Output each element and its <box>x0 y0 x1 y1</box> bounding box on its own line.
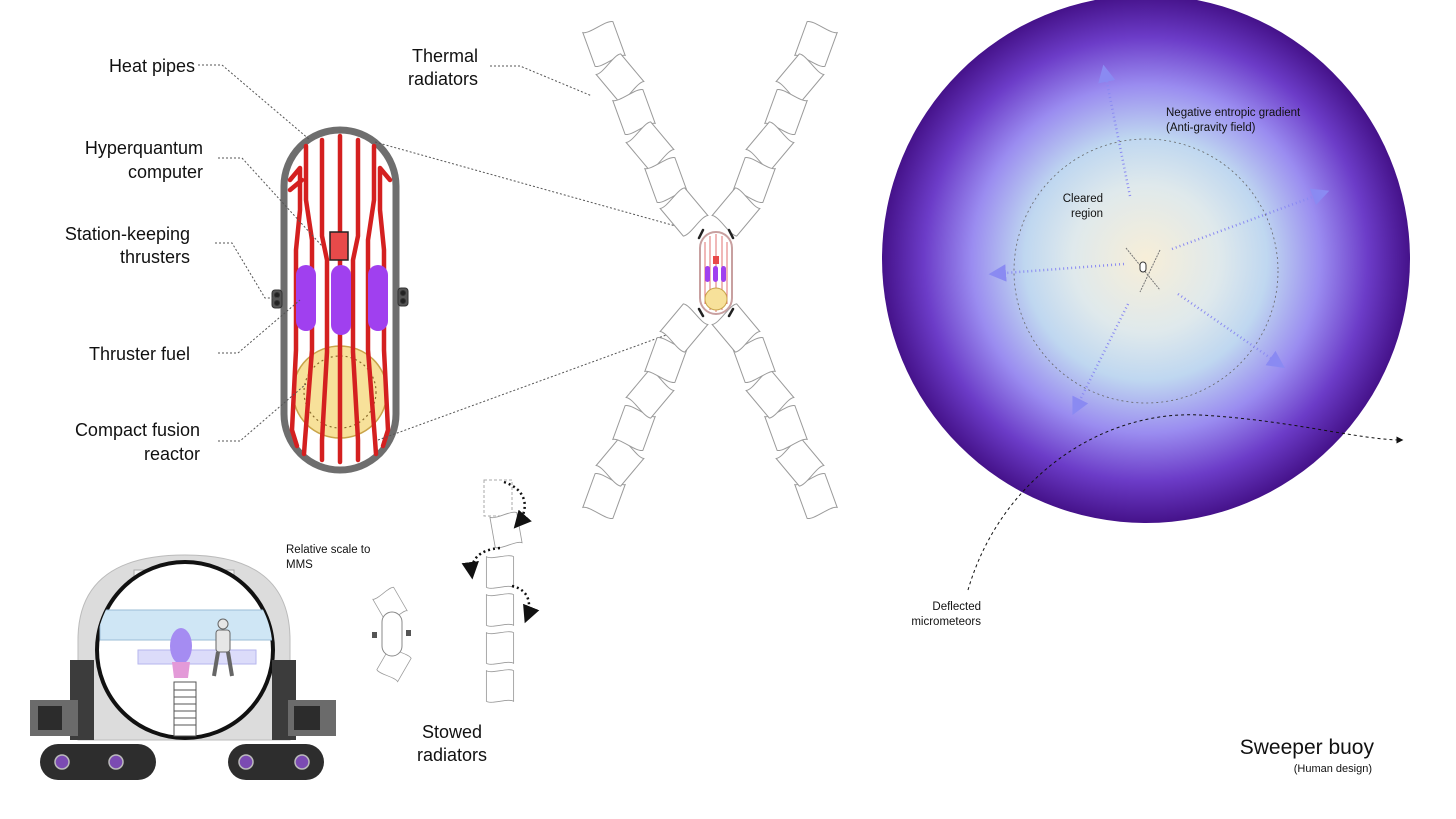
fuel-tank-center <box>331 265 351 335</box>
label-heat-pipes: Heat pipes <box>108 56 195 76</box>
label-hyperquantum-line1: Hyperquantum <box>84 138 203 158</box>
micrometeor-path <box>967 414 1404 591</box>
field-arrows <box>988 64 1330 416</box>
label-thermal-line2: radiators <box>407 69 478 89</box>
label-fusion-line2: reactor <box>143 444 200 464</box>
label-thermal-line1: Thermal <box>411 46 478 66</box>
label-gradient-line1: Negative entropic gradient <box>1166 107 1301 119</box>
scale-model <box>372 586 412 683</box>
astronaut <box>212 618 234 677</box>
label-gradient-line2: (Anti-gravity field) <box>1166 122 1256 134</box>
computer-block <box>329 231 349 261</box>
label-cleared-line2: region <box>1071 208 1103 220</box>
leader-lines-left <box>198 64 691 442</box>
thrusters-right <box>397 287 409 307</box>
label-stowed-line1: Stowed <box>421 722 483 742</box>
label-stowed-line2: radiators <box>416 745 488 765</box>
fuel-tank-right <box>368 265 388 331</box>
diagram-subtitle: (Human design) <box>1293 763 1372 775</box>
thrusters-left <box>271 289 283 309</box>
diagram-title: Sweeper buoy <box>1239 736 1374 759</box>
mms-vehicle <box>30 554 336 780</box>
label-fusion-line1: Compact fusion <box>74 420 200 440</box>
label-station-keeping-line1: Station-keeping <box>64 224 190 244</box>
label-deflected-line1: Deflected <box>932 601 981 613</box>
fuel-tank-left <box>296 265 316 331</box>
label-deflected-line2: micrometeors <box>911 616 981 628</box>
label-hyperquantum-line2: computer <box>127 162 203 182</box>
stowed-radiators <box>461 479 540 703</box>
label-scale-line1: Relative scale to <box>286 544 371 556</box>
label-scale-line2: MMS <box>286 559 313 571</box>
deployed-radiators <box>581 20 837 520</box>
label-cleared-line1: Cleared <box>1062 193 1103 205</box>
anti-gravity-field <box>882 0 1410 591</box>
label-station-keeping-line2: thrusters <box>119 247 190 267</box>
label-thruster-fuel: Thruster fuel <box>88 344 190 364</box>
buoy-cutaway <box>271 126 409 474</box>
